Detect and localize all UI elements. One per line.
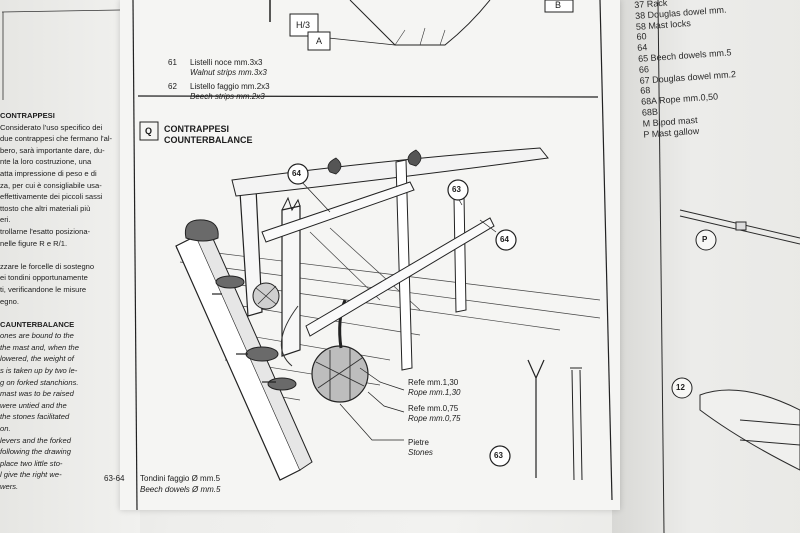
lines_en-line: on. xyxy=(0,424,11,434)
section-title-en: COUNTERBALANCE xyxy=(164,135,253,145)
lines_en-line: lowered, the weight of xyxy=(0,354,74,364)
part-61-en: Walnut strips mm.3x3 xyxy=(190,68,267,77)
lines_en-line: place two little sto- xyxy=(0,458,63,468)
lines_it-line: due contrappesi che fermano l'al- xyxy=(0,134,113,144)
callout-64-upper: 64 xyxy=(292,169,301,178)
footer-part-num: 63-64 xyxy=(104,474,125,483)
note-rope-075-en: Rope mm.0,75 xyxy=(408,414,461,423)
lines_it-line: CONTRAPPESI xyxy=(0,111,55,120)
footer-part-it: Tondini faggio Ø mm.5 xyxy=(140,474,221,483)
lines_it-line: egno. xyxy=(0,296,20,306)
label-b: B xyxy=(555,0,562,10)
lines_en-line: s is taken up by two le- xyxy=(0,366,78,376)
lines_it-line: ei tondini opportunamente xyxy=(0,273,88,283)
callout-63-part: 63 xyxy=(494,451,503,460)
lines_it-line: zzare le forcelle di sostegno xyxy=(0,261,95,271)
label-h3: H/3 xyxy=(296,20,311,30)
callout-64-lower: 64 xyxy=(500,235,509,244)
note-stones-it: Pietre xyxy=(408,438,429,447)
lines_it-line: eri. xyxy=(0,215,11,225)
lines_en-line: were untied and the xyxy=(0,400,67,410)
note-rope-130-en: Rope mm.1,30 xyxy=(408,388,461,397)
lines_en-line: CAUNTERBALANCE xyxy=(0,319,75,329)
footer-part-en: Beech dowels Ø mm.5 xyxy=(140,485,221,494)
lines_en-line: levers and the forked xyxy=(0,435,71,445)
lines_en-line: l give the right we- xyxy=(0,470,62,480)
part-62-it: Listello faggio mm.2x3 xyxy=(190,82,270,91)
note-rope-075-it: Refe mm.0,75 xyxy=(408,404,459,413)
lines_it-line: effettivamente dei piccoli sassi xyxy=(0,192,103,202)
label-a: A xyxy=(316,36,323,46)
left-column-text: CONTRAPPESI Considerato l'uso specifico d… xyxy=(0,110,130,493)
note-rope-130-it: Refe mm.1,30 xyxy=(408,378,459,387)
lines_it-line: trollarne l'esatto posiziona- xyxy=(0,226,91,236)
right-callout-p: P xyxy=(702,235,708,244)
right-callout-12: 12 xyxy=(676,383,685,392)
callout-63: 63 xyxy=(452,185,461,194)
part-62-num: 62 xyxy=(168,82,177,91)
lines_en-line: the stones facilitated xyxy=(0,412,70,422)
lines_it-line: za, per cui è consigliabile usa- xyxy=(0,180,102,190)
note-stones-en: Stones xyxy=(408,448,433,457)
lines_en-line: g on forked stanchions. xyxy=(0,377,79,387)
lines_en-line: ones are bound to the xyxy=(0,331,74,341)
left-page xyxy=(0,0,140,533)
section-title-it: CONTRAPPESI xyxy=(164,124,230,134)
lines_it-line: nelle figure R e R/1. xyxy=(0,238,68,248)
part-62-en: Beech strips mm.2x3 xyxy=(190,92,265,101)
part-61-it: Listelli noce mm.3x3 xyxy=(190,58,263,67)
lines_it-line: nte la loro costruzione, una xyxy=(0,157,92,167)
lines_en-line: mast was to be raised xyxy=(0,389,74,399)
lines_it-line: bero, sarà importante dare, du- xyxy=(0,145,105,155)
part-61-num: 61 xyxy=(168,58,177,67)
section-letter: Q xyxy=(145,126,153,136)
lines_en-line: wers. xyxy=(0,482,19,491)
lines_it-line: atta impressione di peso e di xyxy=(0,168,97,178)
lines_en-line: the mast and, when the xyxy=(0,342,79,352)
lines_it-line: Considerato l'uso specifico dei xyxy=(0,122,103,132)
lines_it-line: ttosto che altri materiali più xyxy=(0,203,91,213)
lines_en-line: following the drawing xyxy=(0,447,71,457)
lines_it-line: ti, verificandone le misure xyxy=(0,284,87,294)
